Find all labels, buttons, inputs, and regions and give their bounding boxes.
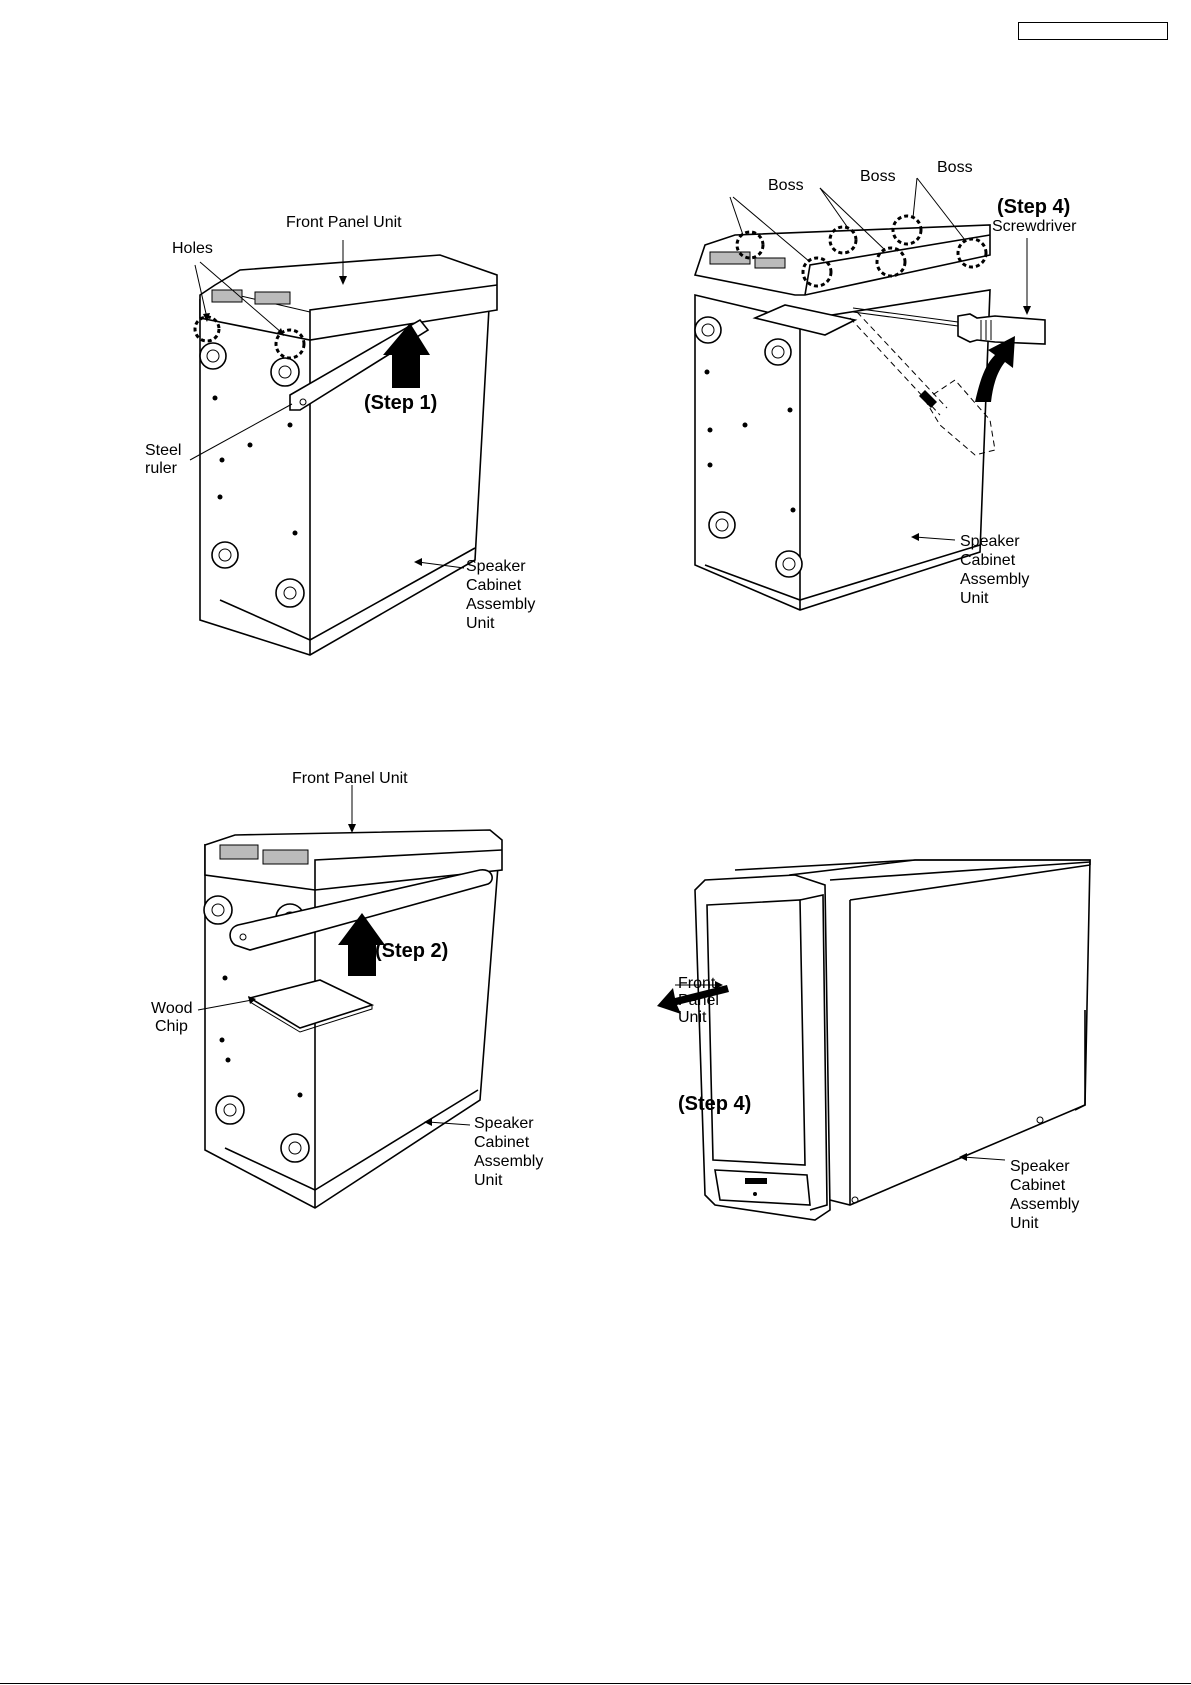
step3-label-speaker-2: Cabinet: [960, 552, 1015, 570]
step2-wood-chip: [250, 980, 372, 1028]
step1-front-panel-shape: [200, 255, 497, 340]
step1-jack-4: [276, 579, 304, 607]
step3-drawing: [595, 0, 1191, 700]
step1-jack-3: [212, 542, 238, 568]
step4-cabinet-back: [1075, 1010, 1085, 1110]
step1-label-speaker-3: Assembly: [466, 596, 535, 614]
step1-cabinet-outline: [200, 290, 490, 655]
step3-wood-chip: [755, 305, 855, 335]
step4-label-speaker-1: Speaker: [1010, 1158, 1070, 1176]
step4-leader-speaker: [963, 1157, 1005, 1160]
step2-label-speaker-4: Unit: [474, 1172, 502, 1190]
step3-rotate-arrow: [975, 336, 1015, 402]
panel-step1-illustration: Front Panel Unit Holes Steel ruler (Step…: [0, 0, 595, 700]
step2-leader-speaker: [428, 1122, 470, 1125]
step3-jack-3: [709, 512, 735, 538]
step3-label-boss-1: Boss: [768, 177, 804, 195]
step4-label-speaker-2: Cabinet: [1010, 1177, 1065, 1195]
step4-brand-badge: [745, 1178, 767, 1184]
step3-screwdriver-handle: [958, 314, 1045, 344]
step3-label-speaker-4: Unit: [960, 590, 988, 608]
step4-cabinet-outline: [790, 860, 1090, 1205]
step3-label-speaker-3: Assembly: [960, 571, 1029, 589]
step3-label-boss-3: Boss: [937, 159, 973, 177]
step1-label-front-panel: Front Panel Unit: [286, 214, 402, 232]
step4-label-front-3: Unit: [678, 1009, 706, 1027]
step1-label-steel: Steel: [145, 442, 181, 460]
step3-leader-boss-3a: [913, 178, 917, 218]
step1-label-holes: Holes: [172, 240, 213, 258]
step1-screw-dots: [213, 396, 298, 536]
step1-jack-2: [271, 358, 299, 386]
step1-jack-1: [200, 343, 226, 369]
step3-cabinet-outline: [695, 290, 990, 610]
step2-cabinet-outline: [205, 840, 500, 1208]
step2-jack-4: [281, 1134, 309, 1162]
step3-jack-1: [695, 317, 721, 343]
step3-jack-4: [776, 551, 802, 577]
step1-cabinet-base: [220, 548, 475, 640]
step3-cabinet-base: [705, 545, 980, 600]
step4-label-speaker-3: Assembly: [1010, 1196, 1079, 1214]
step3-screw-dots: [705, 370, 796, 513]
step3-label-step: (Step 4): [997, 196, 1070, 218]
step2-label-wood: Wood: [151, 1000, 193, 1018]
panel-step2-illustration: Front Panel Unit (Step 2) Wood Chip Spea…: [0, 700, 595, 1260]
step4-front-panel-frame: [695, 875, 830, 1220]
step2-jack-1: [204, 896, 232, 924]
step2-label-step: (Step 2): [375, 940, 448, 962]
step2-label-chip: Chip: [155, 1018, 188, 1036]
step1-label-step: (Step 1): [364, 392, 437, 414]
step2-jack-3: [216, 1096, 244, 1124]
step1-label-ruler: ruler: [145, 460, 177, 478]
panel-step4-illustration: Front Panel Unit (Step 4) Speaker Cabine…: [595, 700, 1191, 1260]
step1-label-speaker-2: Cabinet: [466, 577, 521, 595]
step2-label-speaker-3: Assembly: [474, 1153, 543, 1171]
step2-label-front-panel: Front Panel Unit: [292, 770, 408, 788]
step1-label-speaker-1: Speaker: [466, 558, 526, 576]
step3-leader-speaker: [915, 537, 955, 540]
step1-drawing: [0, 0, 595, 700]
step2-cabinet-base: [225, 1090, 478, 1190]
page-bottom-rule: [0, 1683, 1191, 1684]
step2-label-speaker-2: Cabinet: [474, 1134, 529, 1152]
step4-label-front-1: Front: [678, 975, 715, 993]
step3-label-speaker-1: Speaker: [960, 533, 1020, 551]
step3-leader-boss-2a: [820, 188, 848, 228]
step1-leader-ruler: [190, 404, 292, 460]
step4-label-step: (Step 4): [678, 1093, 751, 1115]
step1-label-speaker-4: Unit: [466, 615, 494, 633]
step2-leader-wood-chip: [198, 1000, 252, 1010]
step3-label-screwdriver: Screwdriver: [992, 218, 1076, 236]
step4-label-front-2: Panel: [678, 992, 719, 1010]
step3-screwdriver-shaft: [853, 308, 958, 322]
step2-label-speaker-1: Speaker: [474, 1115, 534, 1133]
step3-label-boss-2: Boss: [860, 168, 896, 186]
step3-leader-boss-1a: [730, 197, 743, 235]
panel-step3-illustration: Boss Boss Boss (Step 4) Screwdriver Spea…: [595, 0, 1191, 700]
step4-label-speaker-4: Unit: [1010, 1215, 1038, 1233]
step3-jack-2: [765, 339, 791, 365]
